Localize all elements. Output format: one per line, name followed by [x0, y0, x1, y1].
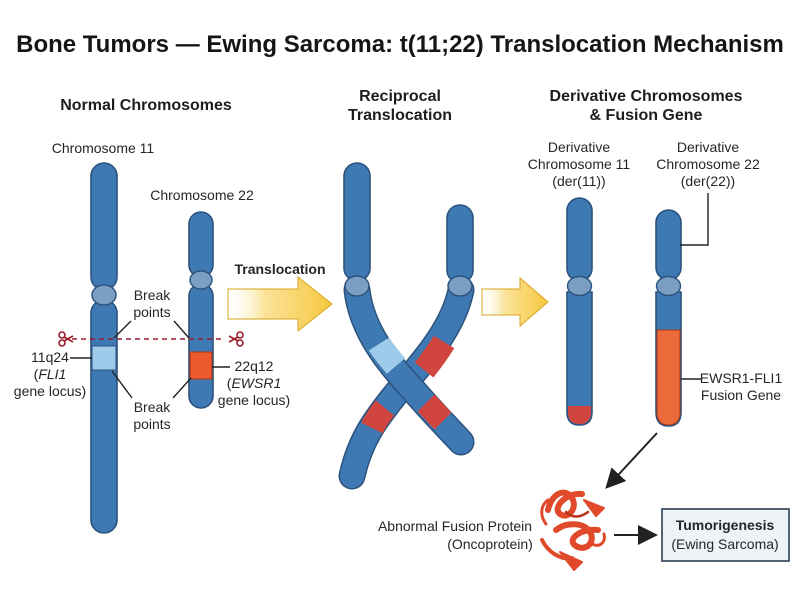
locus-22q12-line2: (EWSR1 [227, 375, 281, 391]
locus-11q24-line2: (FLI1 [34, 366, 67, 382]
translocation-arrow [227, 275, 333, 333]
fusion-gene-line2: Fusion Gene [701, 387, 781, 403]
fusion-gene-line1: EWSR1-FLI1 [700, 370, 783, 386]
outcome-line2: (Ewing Sarcoma) [671, 536, 778, 552]
protein-label-line2: (Oncoprotein) [447, 536, 533, 552]
fusion-gene-band [656, 329, 681, 426]
section-reciprocal-line2: Translocation [348, 107, 452, 124]
der22-label-line3: (der(22)) [681, 173, 735, 189]
locus-11q24-line3: gene locus) [14, 383, 86, 399]
translocation-arrow-label: Translocation [234, 261, 325, 277]
locus-22q12-line1: 22q12 [235, 358, 274, 374]
breakpoints-bottom-leader-right [172, 377, 192, 399]
section-derivative-line2: & Fusion Gene [590, 107, 703, 124]
locus-22q12-line3: gene locus) [218, 392, 290, 408]
breakpoints-top-leader-left [113, 320, 132, 339]
der22-label-line1: Derivative [677, 139, 739, 155]
der11-label-line2: Chromosome 11 [528, 156, 631, 172]
derivative-arrow [481, 276, 549, 328]
der22-leader [680, 193, 709, 246]
chromosome-11 [90, 162, 118, 534]
derivative-chromosome-11 [566, 197, 593, 426]
section-normal: Normal Chromosomes [60, 97, 232, 114]
der22-label-line2: Chromosome 22 [656, 156, 760, 172]
outcome-line1: Tumorigenesis [676, 517, 775, 533]
fli1-locus-band [91, 345, 117, 371]
breakpoints-top-line2: points [133, 304, 170, 320]
breakpoints-top-line1: Break [134, 287, 172, 303]
breakpoints-top-leader-right [173, 320, 190, 339]
der11-label-line1: Derivative [548, 139, 610, 155]
gene-to-protein-arrow [605, 432, 658, 489]
section-reciprocal-line1: Reciprocal [359, 88, 441, 105]
section-derivative-line1: Derivative Chromosomes [550, 88, 743, 105]
crossed-chromosomes [338, 162, 475, 490]
breakpoints-bottom-leader-left [111, 370, 133, 399]
scissors-icon-right [228, 331, 244, 347]
page-title: Bone Tumors — Ewing Sarcoma: t(11;22) Tr… [16, 31, 784, 58]
outcome-box [661, 508, 790, 562]
chromosome-11-label: Chromosome 11 [52, 140, 155, 156]
ewsr1-locus-band [189, 351, 213, 380]
locus-11q24-line1: 11q24 [31, 349, 69, 365]
chromosome-22 [188, 211, 214, 409]
fusion-protein-icon [540, 489, 606, 571]
derivative-chromosome-22 [655, 209, 682, 427]
breakpoints-bottom-line1: Break [134, 399, 172, 415]
chromosome-22-label: Chromosome 22 [150, 187, 254, 203]
breakpoints-bottom-line2: points [133, 416, 170, 432]
scissors-icon-left [58, 331, 74, 347]
protein-label-line1: Abnormal Fusion Protein [378, 518, 532, 534]
der11-label-line3: (der(11)) [552, 173, 605, 189]
